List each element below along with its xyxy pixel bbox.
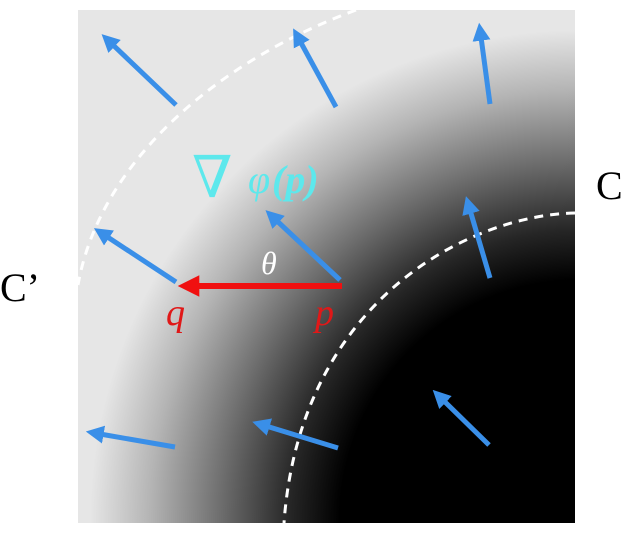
gradient-phi-label: φ bbox=[248, 157, 270, 202]
arrow-icon bbox=[93, 228, 178, 285]
curve-c-label: C bbox=[596, 163, 623, 208]
point-q-label: q bbox=[166, 292, 185, 334]
curve-c-prime bbox=[76, 8, 357, 286]
arrow-icon bbox=[462, 196, 493, 279]
point-p-label: p bbox=[312, 292, 334, 334]
arrow-icon bbox=[293, 28, 339, 109]
arrow-icon bbox=[265, 210, 342, 282]
arrow-icon bbox=[472, 22, 493, 105]
nabla-icon: ∇ bbox=[192, 145, 233, 210]
curve-c-prime-label: C’ bbox=[0, 265, 40, 310]
arrow-icon bbox=[252, 418, 339, 451]
arrow-icon bbox=[85, 425, 176, 450]
arrow-icon bbox=[101, 34, 178, 107]
curve-c bbox=[282, 211, 576, 524]
arrow-icon bbox=[432, 389, 491, 447]
gradient-arg-label: (p) bbox=[272, 157, 319, 202]
field-arrows bbox=[85, 22, 493, 451]
theta-label: θ bbox=[261, 245, 277, 281]
